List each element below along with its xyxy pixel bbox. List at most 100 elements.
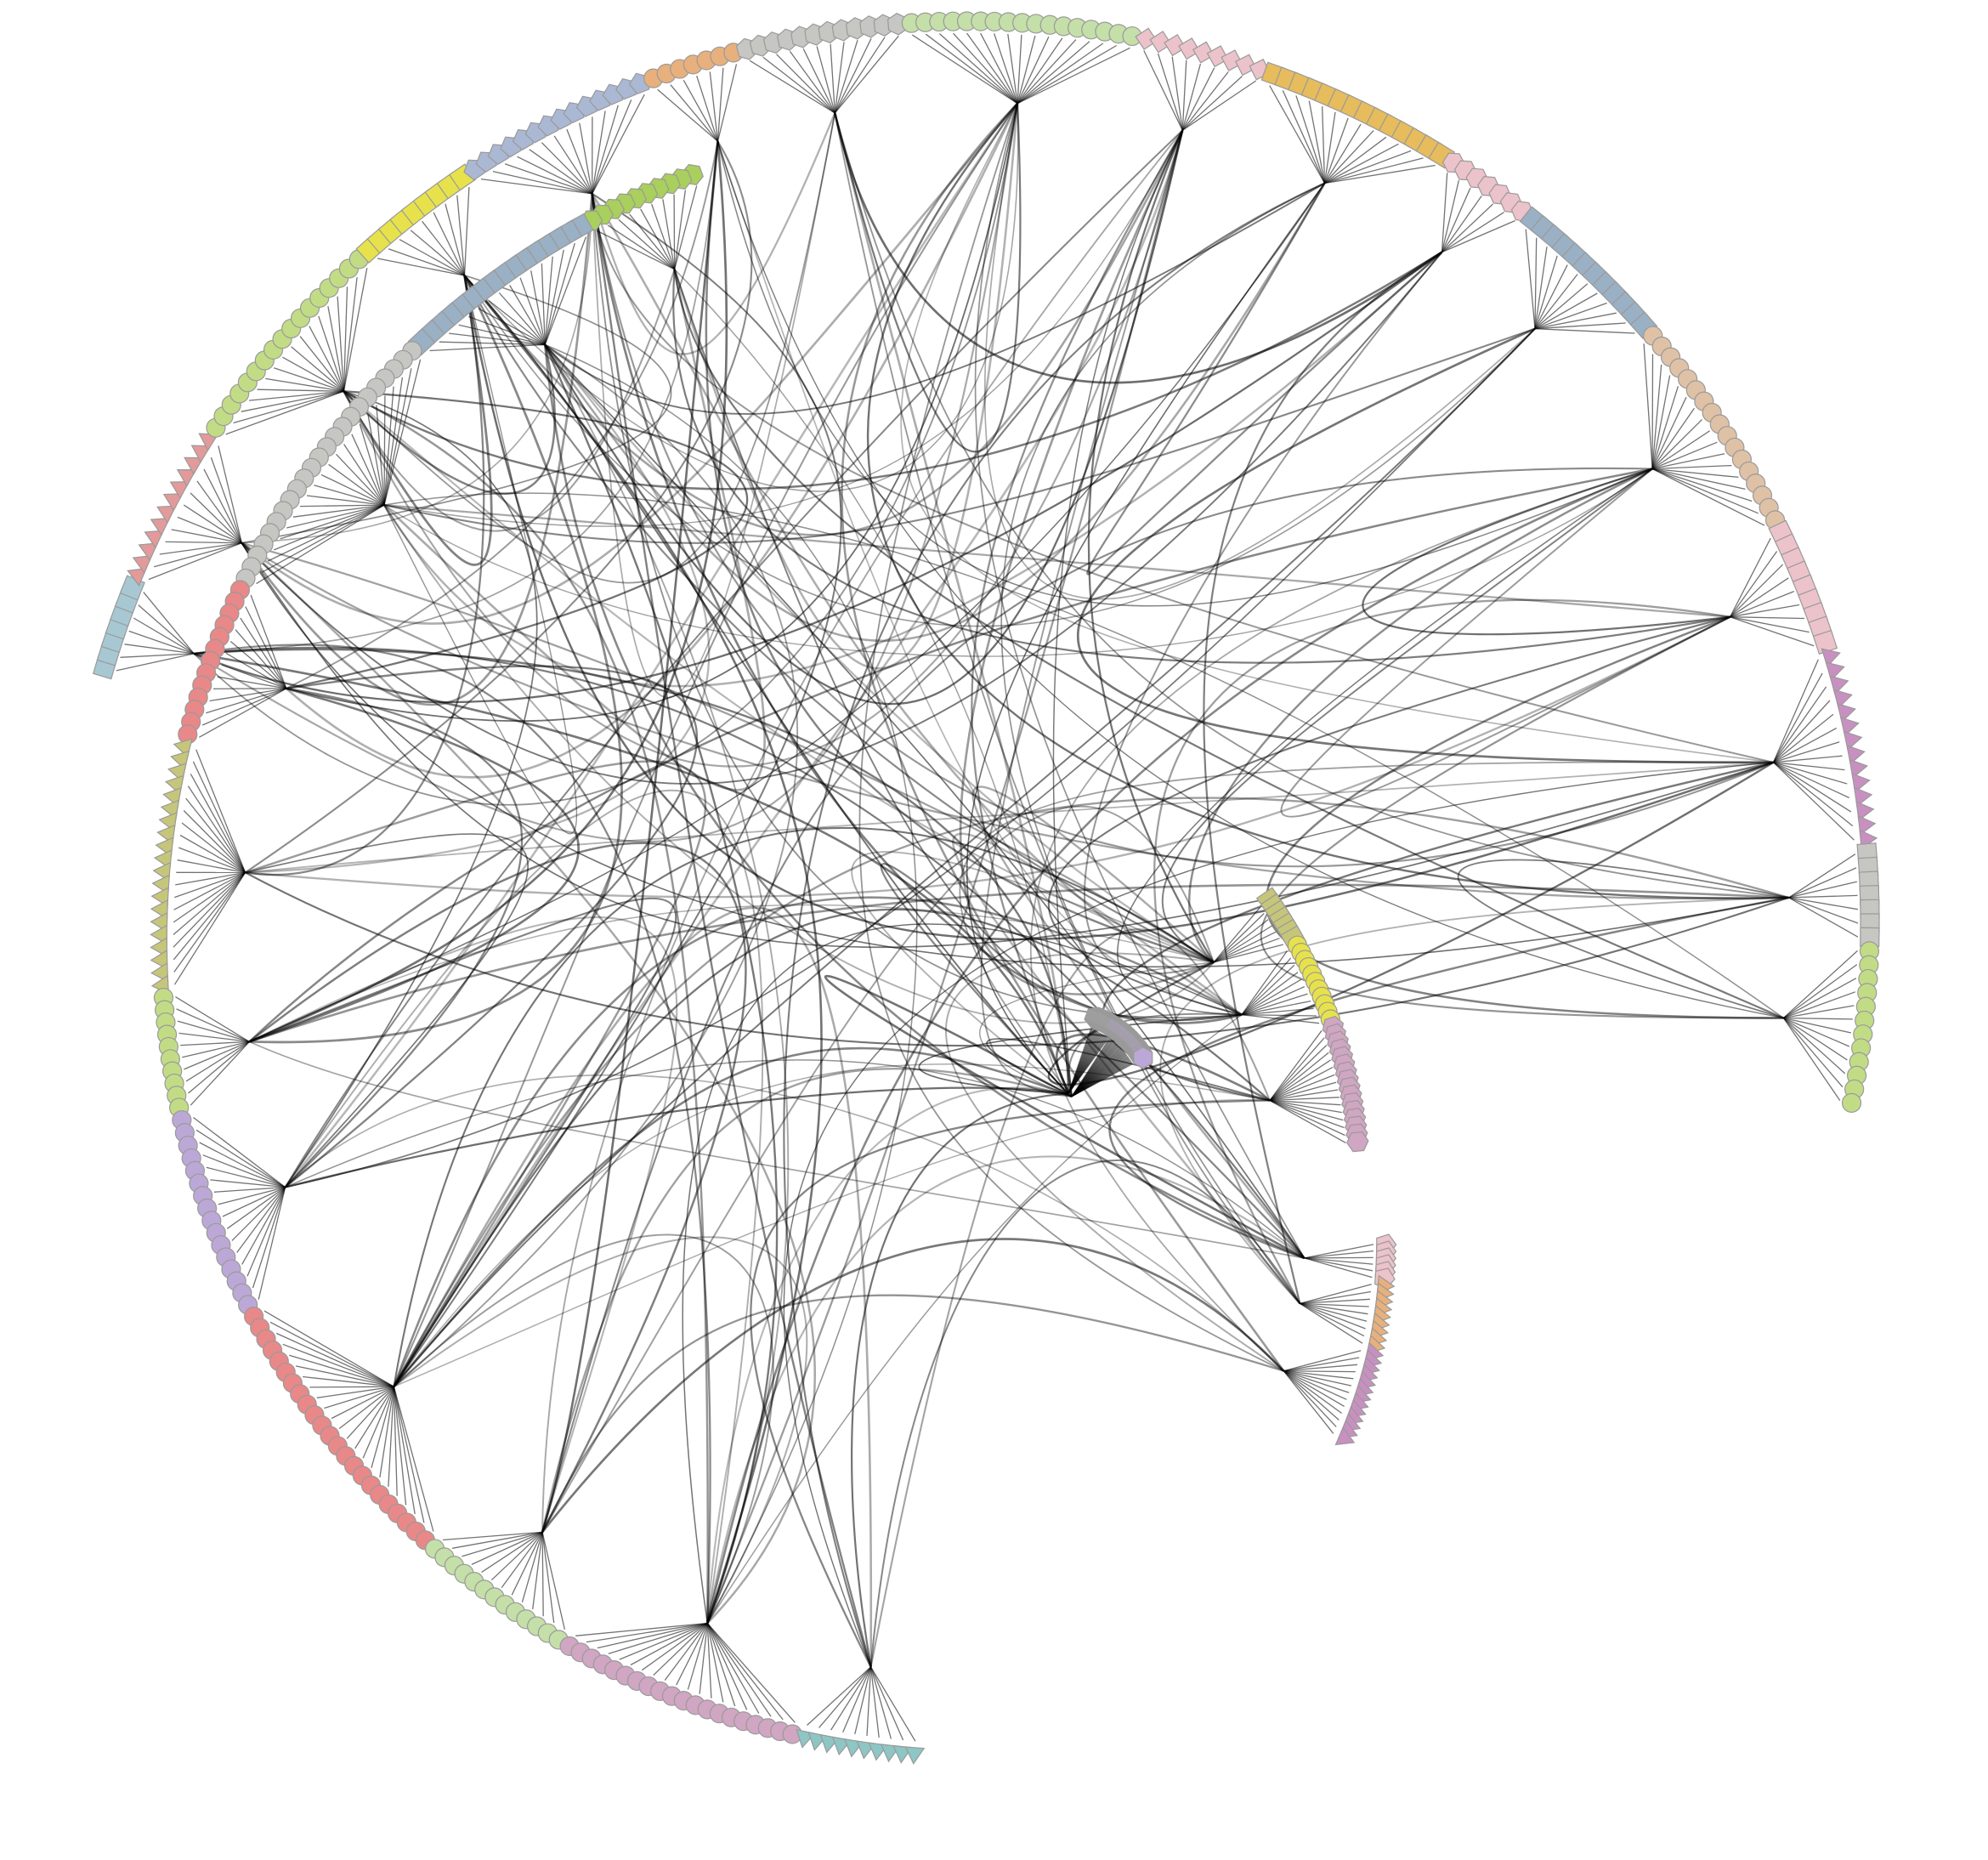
bundled-edge [245,275,485,876]
edge [1324,150,1412,184]
edge [1300,1302,1363,1344]
edge [1283,1370,1345,1407]
edge [834,42,845,114]
edge [199,1142,286,1188]
node [132,554,153,574]
edge [183,504,242,544]
bundled-edge [1087,129,1215,963]
bundled-edge [1457,859,1789,1019]
edge [1007,33,1018,104]
edge [367,414,385,506]
edge [1213,919,1269,963]
edge [1773,727,1838,763]
bundled-edge [1108,896,1789,1260]
edge [274,504,385,551]
bundled-edge [706,1014,1243,1624]
edge [566,128,593,195]
node-group-yellow [1287,935,1340,1029]
edge [994,33,1018,104]
edge [834,38,872,114]
edge [1772,659,1819,763]
bundled-edge [783,762,1774,1668]
edge-fan [173,749,246,985]
bundled-edge [393,1063,1271,1387]
edge [575,1622,708,1636]
bundled-edge [463,275,1536,627]
edge [184,1041,250,1070]
edge [196,480,242,544]
edge [257,388,344,392]
edge [1283,1370,1352,1386]
edge [1300,1290,1372,1305]
bundled-edge [1280,468,1731,818]
edge [1651,375,1671,469]
edge [597,1622,708,1649]
edge [393,1386,407,1506]
edge [1269,85,1326,184]
edge [1300,1302,1369,1307]
edge [249,390,344,401]
edge [830,43,835,114]
edge [1773,700,1831,763]
node-group-sage [901,11,1142,47]
bundled-edge [544,343,918,1624]
edge [1788,897,1859,910]
bundled-edge [285,1074,1284,1372]
edge [1283,1370,1350,1393]
edge [911,34,1018,105]
edge [1241,1014,1317,1017]
edge [1017,47,1130,105]
bundled-edge [591,112,836,355]
edge [521,1532,543,1602]
edge [490,1531,543,1581]
edge [706,1623,712,1698]
edge [178,1032,250,1043]
edge [1534,255,1558,329]
edge-fan [148,445,243,581]
edge [181,822,246,873]
bundled-edge [284,687,524,1188]
edge [541,263,546,345]
edge [1241,993,1308,1016]
bundled-edge [241,193,594,706]
edge [1241,950,1288,1016]
edge [706,1623,724,1703]
edge [1525,229,1536,329]
edge [393,1386,434,1532]
edge [664,1623,708,1681]
bundled-edge [1076,327,1774,764]
edge [289,1354,394,1387]
edge [498,292,546,345]
edge [177,1020,250,1043]
bundled-edge [463,275,1215,963]
edge [138,604,195,655]
edge [1181,80,1257,131]
edge [187,785,246,873]
bundled-edge [706,468,1653,1624]
edge [519,277,546,345]
bundled-edge [959,129,1215,995]
bundled-edge [193,652,1070,1095]
bundled-edge [869,1160,1301,1667]
edge [267,504,385,562]
edge [1300,1302,1366,1330]
edge [579,122,593,195]
bundled-edge [249,897,677,1387]
bundled-edge [866,102,1789,899]
node-group-pink-light [1135,27,1272,81]
node [904,1746,926,1765]
bundled-edge [245,871,1789,1047]
edge [316,1386,394,1398]
edge [175,996,250,1042]
edge [377,258,465,276]
bundled-edge [544,182,1326,643]
node [1841,1092,1862,1113]
bundled-edge [241,251,1443,785]
bundled-edge [286,141,719,689]
edge [619,1622,708,1660]
node-group-salmon [127,433,219,587]
node [169,480,190,499]
edge [1324,136,1387,184]
edge [1269,1099,1341,1106]
